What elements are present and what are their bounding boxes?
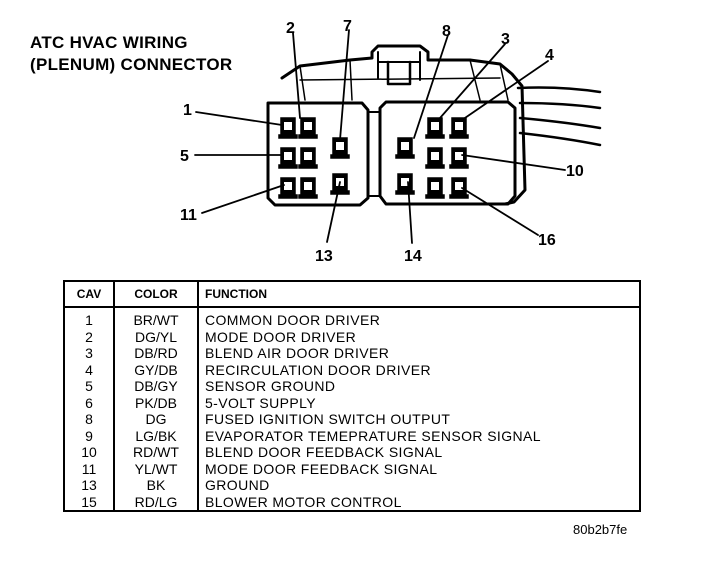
function-cell: RECIRCULATION DOOR DRIVER [205,361,431,378]
cav-cell: 5 [64,378,115,395]
terminal-cavity [425,117,445,139]
leader-16 [461,187,539,236]
pin-label-10: 10 [566,163,584,180]
leader-4 [461,60,549,121]
terminal-cavity [425,147,445,169]
table-header-row: CAV COLOR FUNCTION [64,281,640,308]
function-cell: FUSED IGNITION SWITCH OUTPUT [205,411,451,428]
color-cell: LG/BK [114,427,199,445]
terminal-cavity [449,177,469,199]
function-cell: GROUND [205,477,270,494]
color-cell: BR/WT [114,307,199,329]
header-cav: CAV [64,281,115,308]
function-cell: COMMON DOOR DRIVER [205,312,381,329]
color-cell: RD/LG [114,493,199,511]
function-cell: BLOWER MOTOR CONTROL [205,493,402,510]
reference-code: 80b2b7fe [573,522,628,537]
leader-2 [292,32,301,119]
pin-label-7: 7 [343,18,352,35]
terminal-cavity [298,117,318,139]
diagram-title-line2: (PLENUM) CONNECTOR [30,55,233,74]
color-cell: YL/WT [114,460,199,477]
function-cell: BLEND DOOR FEEDBACK SIGNAL [205,444,443,461]
cav-cell: 9 [64,427,115,445]
leader-7 [339,29,350,141]
terminal-cavity [298,177,318,199]
connector-housing-back [280,44,527,206]
leader-13 [326,181,341,243]
function-cell: MODE DOOR FEEDBACK SIGNAL [205,460,438,477]
terminal-cavity [278,177,298,199]
cav-cell: 11 [64,460,115,477]
color-cell: PK/DB [114,394,199,412]
cav-cell: 1 [64,307,115,329]
color-cell: DG [114,411,199,428]
color-cell: DB/GY [114,378,199,395]
color-cell: BK [114,476,199,494]
cav-cell: 3 [64,345,115,362]
pin-label-14: 14 [404,248,422,265]
terminal-cavity [298,147,318,169]
color-cell: DB/RD [114,345,199,362]
function-cell: BLEND AIR DOOR DRIVER [205,345,390,362]
terminal-cavity [278,147,298,169]
connector-diagram: 2 7 8 3 4 1 5 11 10 16 13 14 [180,18,602,265]
cav-cell: 8 [64,411,115,428]
leader-10 [461,154,566,171]
leader-14 [407,181,413,244]
leader-3 [439,43,506,119]
pin-label-3: 3 [501,31,510,48]
terminal-cavity [395,173,415,195]
color-cell: RD/WT [114,444,199,461]
wire-bundle [516,86,602,147]
color-cell: GY/DB [114,361,199,379]
leader-11 [201,184,285,214]
leader-8 [413,34,449,139]
terminal-cavity [425,177,445,199]
header-color: COLOR [114,281,199,308]
leader-1 [195,111,283,126]
pin-label-5: 5 [180,148,189,165]
cav-cell: 10 [64,444,115,461]
pin-label-1: 1 [183,102,192,119]
terminal-cavity [395,137,415,159]
pin-label-13: 13 [315,248,333,265]
pin-label-11: 11 [180,207,197,224]
diagram-title-line1: ATC HVAC WIRING [30,33,188,52]
cav-cell: 2 [64,328,115,346]
function-cell: SENSOR GROUND [205,378,336,395]
terminal-cavity [278,117,298,139]
terminal-cavity [449,147,469,169]
function-cell: EVAPORATOR TEMEPRATURE SENSOR SIGNAL [205,427,541,444]
function-cell: 5-VOLT SUPPLY [205,394,317,411]
terminal-cavity [330,137,350,159]
pin-label-4: 4 [545,47,554,64]
terminal-cavity [449,117,469,139]
cav-cell: 4 [64,361,115,379]
cav-cell: 6 [64,394,115,412]
connector-left-block [266,101,370,207]
cav-cell: 15 [64,493,115,511]
header-function: FUNCTION [198,281,640,308]
pin-label-16: 16 [538,232,556,249]
color-cell: DG/YL [114,328,199,346]
function-cell: MODE DOOR DRIVER [205,328,357,345]
pin-label-8: 8 [442,23,451,40]
cav-cell: 13 [64,476,115,494]
pin-label-2: 2 [286,20,295,37]
